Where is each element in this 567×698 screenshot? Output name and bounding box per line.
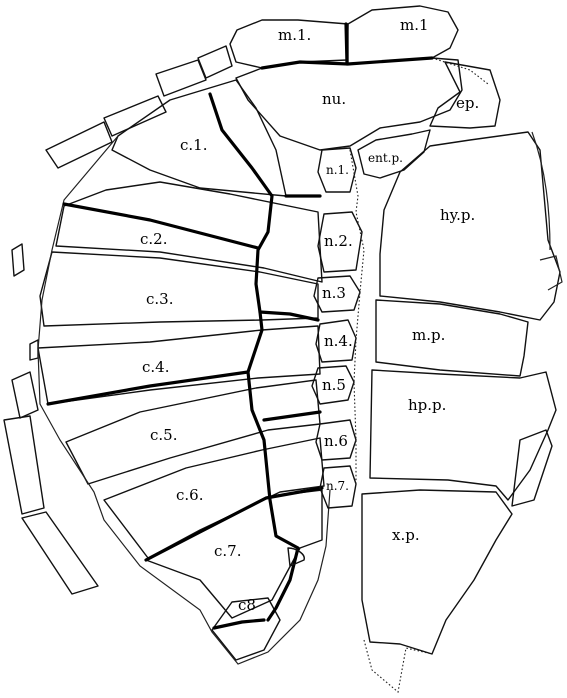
label-costal-5: c.5. [150,426,177,444]
label-entoplastron: ent.p. [368,151,403,165]
label-hypoplastron: hp.p. [408,396,446,414]
label-costal-3: c.3. [146,290,173,308]
label-neural-3: n.3 [322,284,346,302]
label-neural-6: n.6 [324,432,348,450]
label-costal-7: c.7. [214,542,241,560]
label-neural-5: n.5 [322,376,346,394]
label-costal-1: c.1. [180,136,207,154]
label-costal-8: c8 [238,596,256,614]
label-neural-2: n.2. [324,232,353,250]
label-m1-left: m.1. [278,26,311,44]
label-costal-2: c.2. [140,230,167,248]
label-m1-right: m.1 [400,16,429,34]
label-costal-6: c.6. [176,486,203,504]
label-hyoplastron: hy.p. [440,206,475,224]
label-nuchal: nu. [322,90,346,108]
label-neural-1: n.1. [326,163,349,177]
label-epiplastron: ep. [456,94,479,112]
label-mesoplastron: m.p. [412,326,445,344]
label-xiphiplastron: x.p. [392,526,420,544]
label-neural-7: n.7. [326,479,349,493]
label-costal-4: c.4. [142,358,169,376]
label-neural-4: n.4. [324,332,353,350]
